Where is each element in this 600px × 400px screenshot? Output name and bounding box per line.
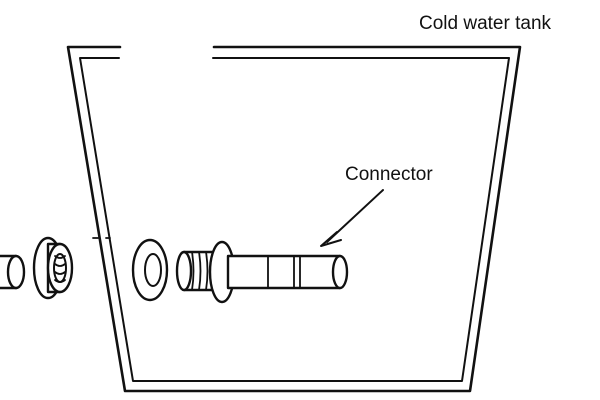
washer [131,238,169,302]
washer-outer [131,238,169,302]
connector-arrow [320,189,384,247]
connector-threads [191,251,209,291]
washer-hole [144,253,162,287]
connector-thread-end [175,250,193,292]
arrow-head [320,231,342,247]
tank-connector [175,240,349,304]
back-nut-threads [54,255,66,283]
tank-label: Cold water tank [419,13,552,34]
connector-tail-end [331,254,349,290]
tank-inner-wall-left [79,57,510,382]
connector-label: Connector [345,164,433,185]
cold-water-tank [66,45,522,393]
connector-tail [226,254,342,290]
outside-pipe [0,254,26,290]
tank-outer-wall-left [66,45,522,393]
back-nut-face [46,242,74,294]
back-nut [32,236,74,300]
pipe-end [6,254,26,290]
